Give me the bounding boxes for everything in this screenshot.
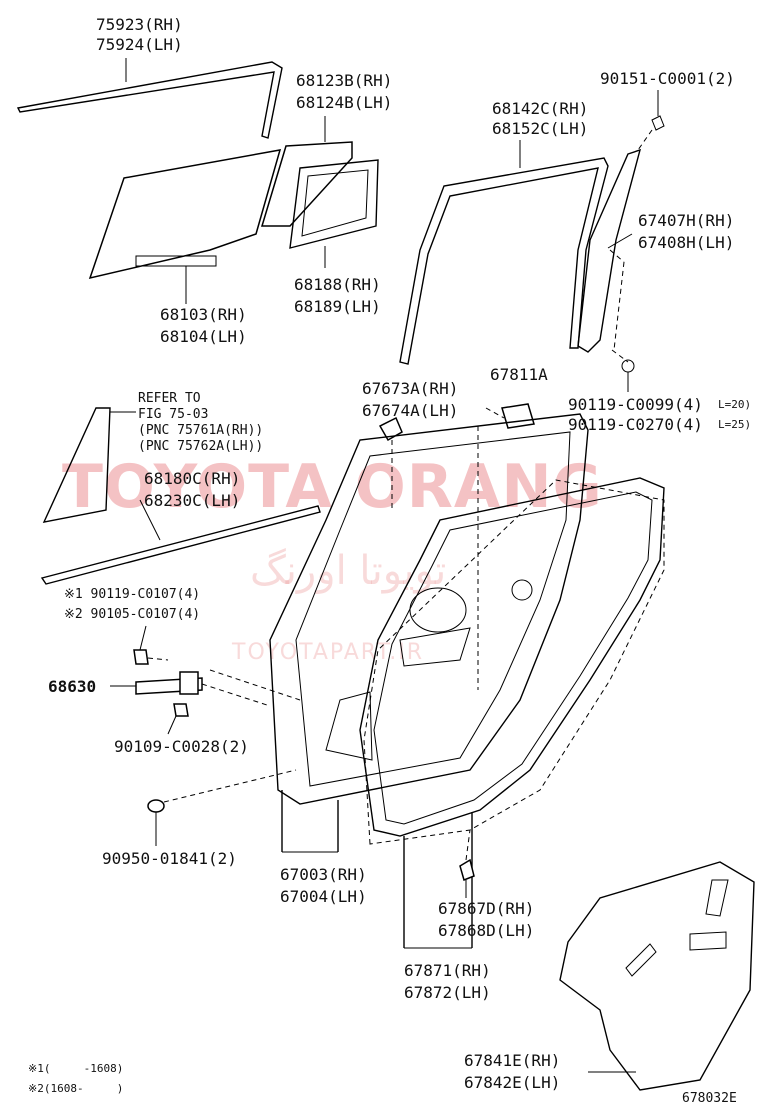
label-67407h: 67407H(RH) [638, 211, 735, 230]
label-90119-c0270: 90119-C0270(4) [568, 415, 703, 434]
label-68180c: 68180C(RH) [144, 469, 241, 488]
label-67811a: 67811A [490, 365, 548, 384]
label-75923: 75923(RH) [96, 15, 183, 34]
label-68123b: 68123B(RH) [296, 71, 393, 90]
division-bar-67407h [577, 90, 665, 392]
label-67004: 67004(LH) [280, 887, 367, 906]
label-90109: 90109-C0028(2) [114, 737, 249, 756]
label-68104: 68104(LH) [160, 327, 247, 346]
label-90119-c0099: 90119-C0099(4) [568, 395, 703, 414]
label-90105-c0107: ※2 90105-C0107(4) [64, 607, 201, 622]
quarter-window-frame-68188 [289, 159, 379, 268]
label-68188: 68188(RH) [294, 275, 381, 294]
door-glass-68103 [88, 149, 282, 304]
leader-lines [209, 426, 479, 701]
label-90119-c0107: ※1 90119-C0107(4) [64, 587, 201, 602]
label-67408h: 67408H(LH) [638, 233, 735, 252]
clip-67673a [378, 416, 403, 508]
label-refer-to: REFER TO [138, 391, 201, 406]
door-frame-run-68142c [399, 140, 609, 365]
quarter-glass-68123b [260, 116, 353, 227]
figure-code: 678032E [682, 1091, 737, 1106]
label-68189: 68189(LH) [294, 297, 381, 316]
label-90151: 90151-C0001(2) [600, 69, 735, 88]
hole-plug-90950 [147, 769, 297, 846]
label-68152c: 68152C(LH) [492, 119, 589, 138]
label-68142c: 68142C(RH) [492, 99, 589, 118]
clip-67867d [459, 829, 475, 898]
watermark-persian-text: تویوتا اورنگ [250, 548, 447, 594]
footnote-2: ※2(1608- ) [28, 1082, 124, 1095]
label-67674a: 67674A(LH) [362, 401, 459, 420]
door-check-68630 [110, 625, 271, 735]
label-67842e: 67842E(LH) [464, 1073, 561, 1092]
footnote-1: ※1( -1608) [28, 1062, 124, 1075]
service-hole-cover-67841e [559, 861, 755, 1091]
label-67003: 67003(RH) [280, 865, 367, 884]
label-68630: 68630 [48, 677, 97, 696]
label-68103: 68103(RH) [160, 305, 247, 324]
label-75924: 75924(LH) [96, 35, 183, 54]
label-90119-c0099-length: L=20) [718, 398, 752, 411]
label-67872: 67872(LH) [404, 983, 491, 1002]
label-68124b: 68124B(LH) [296, 93, 393, 112]
label-67871: 67871(RH) [404, 961, 491, 980]
glass-run-strip-75923 [16, 58, 283, 139]
label-68230c: 68230C(LH) [144, 491, 241, 510]
label-refer-fig: FIG 75-03 [138, 407, 209, 422]
quarter-glass-ref-75761a [42, 407, 136, 523]
label-67673a: 67673A(RH) [362, 379, 459, 398]
label-67868d: 67868D(LH) [438, 921, 535, 940]
label-refer-rh: (PNC 75761A(RH)) [138, 423, 264, 438]
label-67867d: 67867D(RH) [438, 899, 535, 918]
door-weatherstrip-67871 [359, 477, 665, 949]
label-67841e: 67841E(RH) [464, 1051, 561, 1070]
label-90950: 90950-01841(2) [102, 849, 237, 868]
rear-door-panel-67003 [269, 413, 589, 853]
label-90119-c0270-length: L=25) [718, 418, 752, 431]
label-refer-lh: (PNC 75762A(LH)) [138, 439, 264, 454]
belt-moulding-68180c [40, 499, 321, 585]
